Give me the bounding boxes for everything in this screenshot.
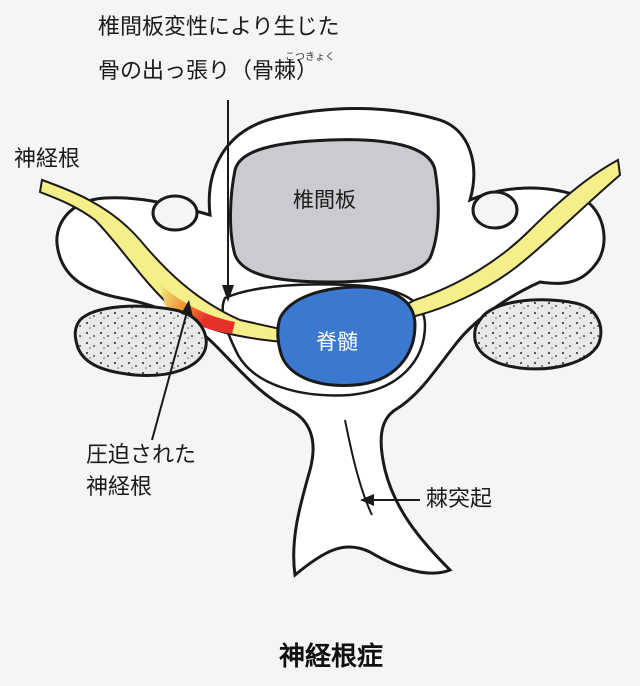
osteophyte-ruby: こつきょく [285, 52, 335, 63]
spinous-inner-line [344, 419, 373, 516]
right-transverse-process [473, 298, 603, 371]
osteophyte-label-line2: 骨の出っ張り（骨棘） [98, 59, 319, 84]
spinal-cord-label: 脊髄 [316, 330, 358, 354]
spinal-cord [276, 285, 417, 387]
compression-zone [160, 285, 235, 334]
compressed-pointer-head [181, 300, 193, 317]
compressed-pointer-line [151, 311, 188, 441]
intervertebral-disc [229, 138, 440, 284]
nerve-root-label: 神経根 [14, 147, 81, 172]
left-nerve-root [38, 178, 287, 344]
compressed-label-line2: 神経根 [86, 475, 153, 500]
spinous-pointer-head [360, 494, 374, 506]
osteophyte-pointer-head [222, 285, 234, 302]
disc-label: 椎間板 [293, 188, 356, 212]
compressed-label-line1: 圧迫された [86, 443, 197, 468]
right-foramen [471, 190, 519, 230]
diagram-title: 神経根症 [279, 642, 384, 672]
left-foramen [151, 194, 199, 232]
osteophyte-label-line1: 椎間板変性により生じた [98, 15, 340, 40]
spinous-process-label: 棘突起 [426, 487, 493, 512]
